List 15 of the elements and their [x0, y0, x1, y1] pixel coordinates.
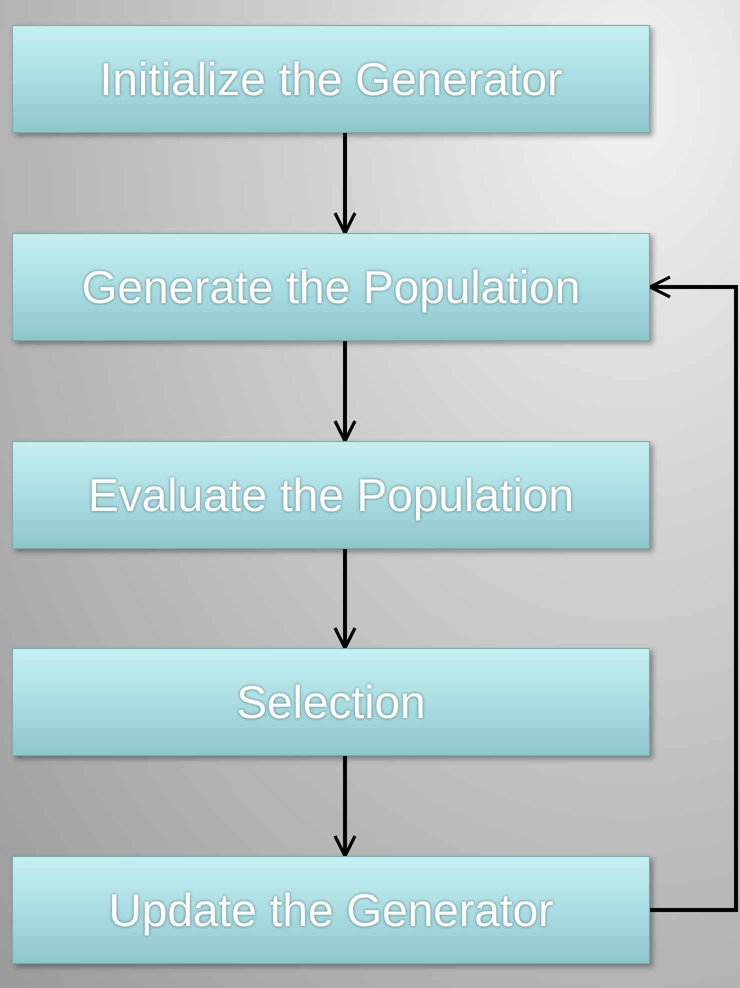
box-label: Evaluate the Population [88, 470, 574, 520]
process-box [12, 233, 650, 341]
box-label: Update the Generator [108, 886, 554, 934]
process-box [12, 856, 650, 964]
process-box [12, 648, 650, 756]
box-label: Initialize the Generator [100, 54, 562, 104]
box-label: Generate the Population [82, 262, 580, 312]
arrow [333, 549, 357, 650]
process-box [12, 25, 650, 133]
arrow [333, 341, 357, 443]
process-box [12, 441, 650, 549]
box-label: Selection [236, 678, 426, 726]
arrow [333, 756, 357, 858]
arrow [333, 133, 357, 235]
arrow [648, 275, 738, 912]
